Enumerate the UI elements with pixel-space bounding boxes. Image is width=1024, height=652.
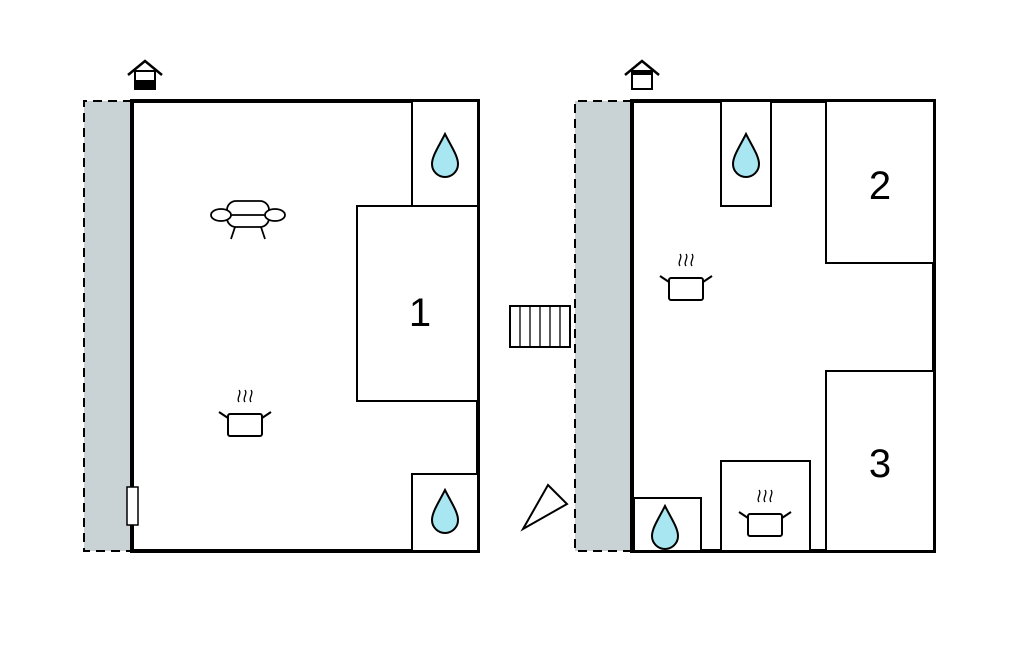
house-entrance-icon [126,59,164,91]
room-2-label: 2 [869,164,891,208]
floor-plan-right: 2 3 [574,59,936,553]
room-3-label: 3 [869,442,891,486]
room-2 [825,100,935,264]
room-3 [825,370,935,552]
door-icon [126,486,139,526]
terrace-outline [83,100,132,552]
room-1 [356,205,479,402]
stairs-icon [509,305,571,348]
sofa-icon [210,200,286,240]
terrace [84,101,132,551]
terrace [575,101,632,551]
house-entrance-icon [623,59,661,91]
floor-plan-left: 1 [83,59,480,553]
compass-triangle-icon [520,483,569,532]
room-1-label: 1 [409,291,431,335]
kitchenette [720,460,811,552]
